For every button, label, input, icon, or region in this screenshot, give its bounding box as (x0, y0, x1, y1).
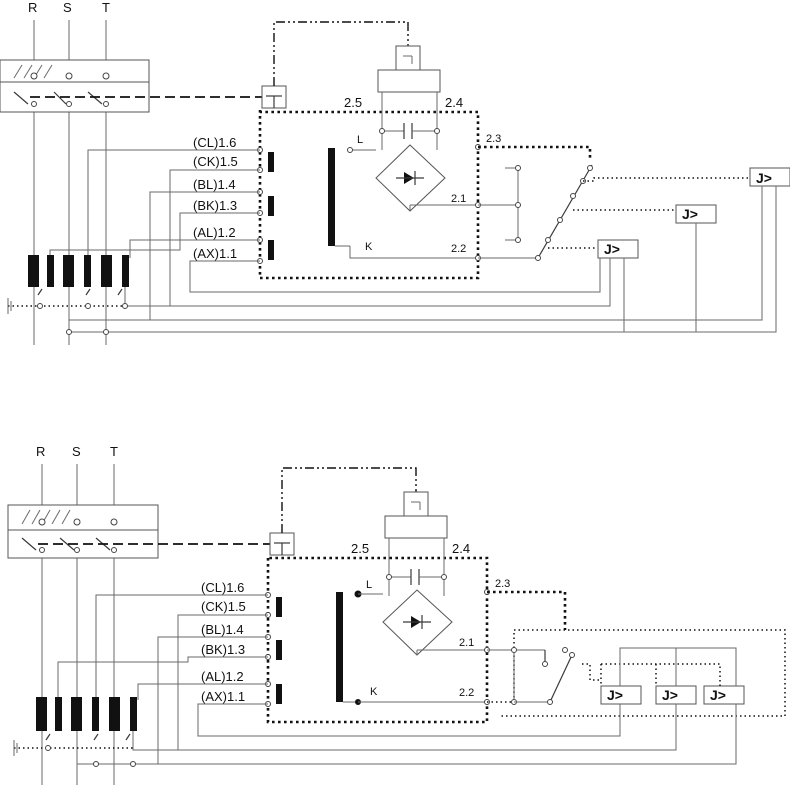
coil-bottom (403, 491, 429, 517)
selector-switch-bottom (487, 647, 575, 705)
relay-1-bottom (600, 685, 642, 705)
terminal-label-bk-top: (BK)1.3 (193, 198, 237, 213)
relay-label-2-bottom: J> (662, 687, 678, 703)
terminal-label-cl-top: (CL)1.6 (193, 135, 236, 150)
node-label-2-2-top: 2.2 (451, 243, 466, 255)
controller-box-bottom (266, 556, 489, 724)
main-breaker-bottom (7, 504, 159, 559)
node-label-2-1-top: 2.1 (451, 193, 466, 205)
coil-top (395, 45, 421, 71)
phase-label-r-bottom: R (36, 444, 45, 459)
diagram-bottom: R S T (7, 444, 786, 785)
relay-label-1-top: J> (604, 241, 620, 257)
node-label-2-4-top: 2.4 (445, 95, 463, 110)
node-label-k-bottom: K (370, 686, 378, 698)
terminal-label-ax-top: (AX)1.1 (193, 246, 237, 261)
terminal-strip-top: (CL)1.6 (CK)1.5 (BL)1.4 (BK)1.3 (AL)1.2 … (193, 135, 274, 264)
phase-label-t: T (102, 0, 110, 15)
resistor-bottom (336, 592, 343, 702)
node-label-k-top: K (365, 241, 373, 253)
diagram-top: R S T (0, 0, 790, 345)
dotted-link-top (478, 145, 592, 160)
controller-box-top (258, 110, 480, 280)
node-label-2-3-top: 2.3 (486, 133, 501, 145)
terminal-label-cl-bottom: (CL)1.6 (201, 580, 244, 595)
phase-label-r: R (28, 0, 37, 15)
node-label-2-4-bottom: 2.4 (452, 541, 470, 556)
relay-label-3-bottom: J> (710, 687, 726, 703)
relay-1-top (597, 239, 639, 259)
relay-label-1-bottom: J> (607, 687, 623, 703)
control-line-bottom (281, 467, 417, 533)
motor-windings-top (7, 255, 129, 335)
terminal-label-bk-bottom: (BK)1.3 (201, 642, 245, 657)
resistor-top (328, 148, 335, 246)
terminal-label-bl-top: (BL)1.4 (193, 177, 236, 192)
phase-label-t-bottom: T (110, 444, 118, 459)
node-label-2-5-top: 2.5 (344, 95, 362, 110)
node-label-2-2-bottom: 2.2 (459, 687, 474, 699)
phase-label-s-bottom: S (72, 444, 81, 459)
main-breaker (0, 59, 150, 113)
node-label-2-5-bottom: 2.5 (351, 541, 369, 556)
terminal-label-ck-top: (CK)1.5 (193, 154, 238, 169)
motor-windings-bottom (13, 697, 137, 767)
selector-switch-top (478, 164, 593, 261)
terminal-label-bl-bottom: (BL)1.4 (201, 622, 244, 637)
node-label-2-3-bottom: 2.3 (495, 578, 510, 590)
phase-label-s: S (63, 0, 72, 15)
terminal-label-al-bottom: (AL)1.2 (201, 669, 244, 684)
terminal-strip-bottom: (CL)1.6 (CK)1.5 (BL)1.4 (BK)1.3 (AL)1.2 … (201, 580, 282, 707)
relay-label-3-top: J> (756, 170, 772, 186)
node-label-l-bottom: L (366, 579, 372, 591)
dotted-link-bottom (487, 590, 567, 630)
bridge-rectifier-bottom (382, 589, 453, 656)
control-line-top (273, 21, 409, 86)
node-label-2-1-bottom: 2.1 (459, 637, 474, 649)
relay-3-top (749, 167, 790, 187)
bridge-rectifier-top (375, 144, 446, 212)
relay-label-2-top: J> (682, 206, 698, 222)
terminal-label-ax-bottom: (AX)1.1 (201, 689, 245, 704)
terminal-label-ck-bottom: (CK)1.5 (201, 599, 246, 614)
node-label-l-top: L (357, 134, 363, 146)
relay-3-bottom (703, 685, 745, 705)
relay-enclosure-bottom (487, 629, 786, 717)
terminal-label-al-top: (AL)1.2 (193, 225, 236, 240)
